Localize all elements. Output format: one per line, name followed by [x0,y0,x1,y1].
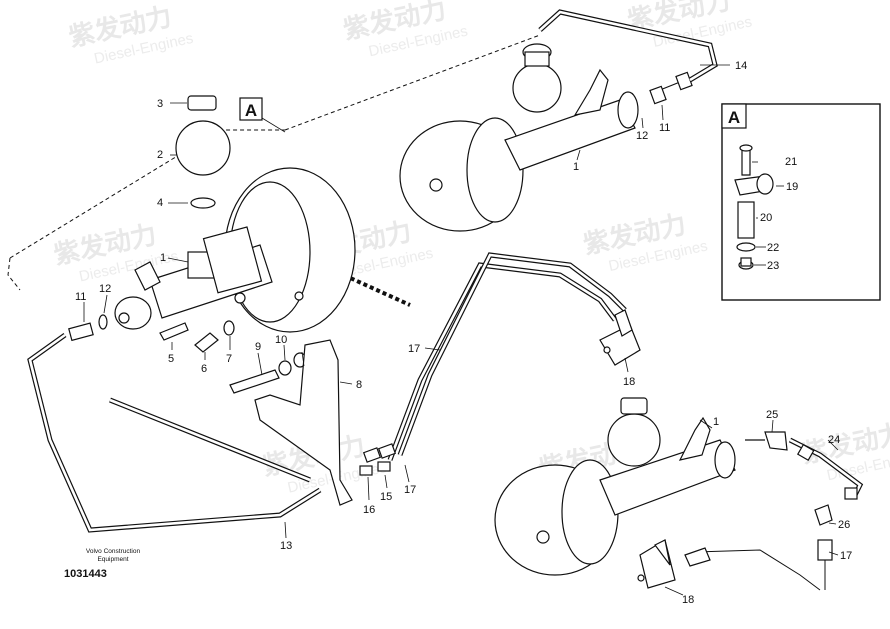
callout-8: 8 [356,379,362,391]
callout-15: 15 [380,491,392,503]
bracket-8 [254,339,353,506]
document-number: 1031443 [64,568,107,580]
pipe-24 [788,437,864,500]
caption-line-2: Equipment [97,556,129,563]
callout-23: 23 [767,260,779,272]
callout-18-upper: 18 [623,376,635,388]
callout-19: 19 [786,181,798,193]
left-booster-assembly [114,95,356,333]
callout-14: 14 [735,60,747,72]
callout-9: 9 [255,341,261,353]
callout-11-upper: 11 [659,122,670,134]
lower-cylinder-assembly [494,397,788,576]
callout-26: 26 [838,519,850,531]
pipe-13 [27,332,322,533]
leader-lines [83,64,839,596]
left-small-parts [68,314,307,394]
callout-24: 24 [828,434,840,446]
callout-17-middle: 17 [408,343,420,355]
callout-25: 25 [766,409,778,421]
bracket-18-lower [637,539,711,589]
upper-cylinder-assembly [399,43,693,232]
callout-1-upper: 1 [573,161,579,173]
callout-1-lower: 1 [713,416,719,428]
callout-1-left: 1 [160,252,166,264]
callout-10: 10 [275,334,287,346]
bracket-18-upper [599,309,641,366]
manufacturer-caption: Volvo Construction Equipment [58,548,168,564]
callout-17-lower-left: 17 [404,484,416,496]
callout-4: 4 [157,197,163,209]
callout-7: 7 [226,353,232,365]
callout-22: 22 [767,242,779,254]
callout-12-upper: 12 [636,130,648,142]
detail-box-label: A [728,108,740,127]
callout-5: 5 [168,353,174,365]
callout-numbers: 1 12 11 14 3 2 4 1 11 12 5 6 7 9 10 8 13… [75,60,852,606]
callout-16: 16 [363,504,375,516]
callout-18-lower: 18 [682,594,694,606]
caption-line-1: Volvo Construction [85,548,141,555]
hose-lower [694,504,833,591]
detail-box-a: A [721,103,881,301]
pipe-14 [538,9,718,83]
callout-17-lower-right: 17 [840,550,852,562]
callout-12-left: 12 [99,283,111,295]
callout-11-left: 11 [75,291,86,303]
view-label: A [245,101,257,120]
callout-13: 13 [280,540,292,552]
callout-21: 21 [785,156,797,168]
callout-20: 20 [760,212,772,224]
callout-3: 3 [157,98,163,110]
callout-2: 2 [157,149,163,161]
callout-6: 6 [201,363,207,375]
pipe-17 [359,252,627,476]
view-label-box: A [239,97,286,133]
